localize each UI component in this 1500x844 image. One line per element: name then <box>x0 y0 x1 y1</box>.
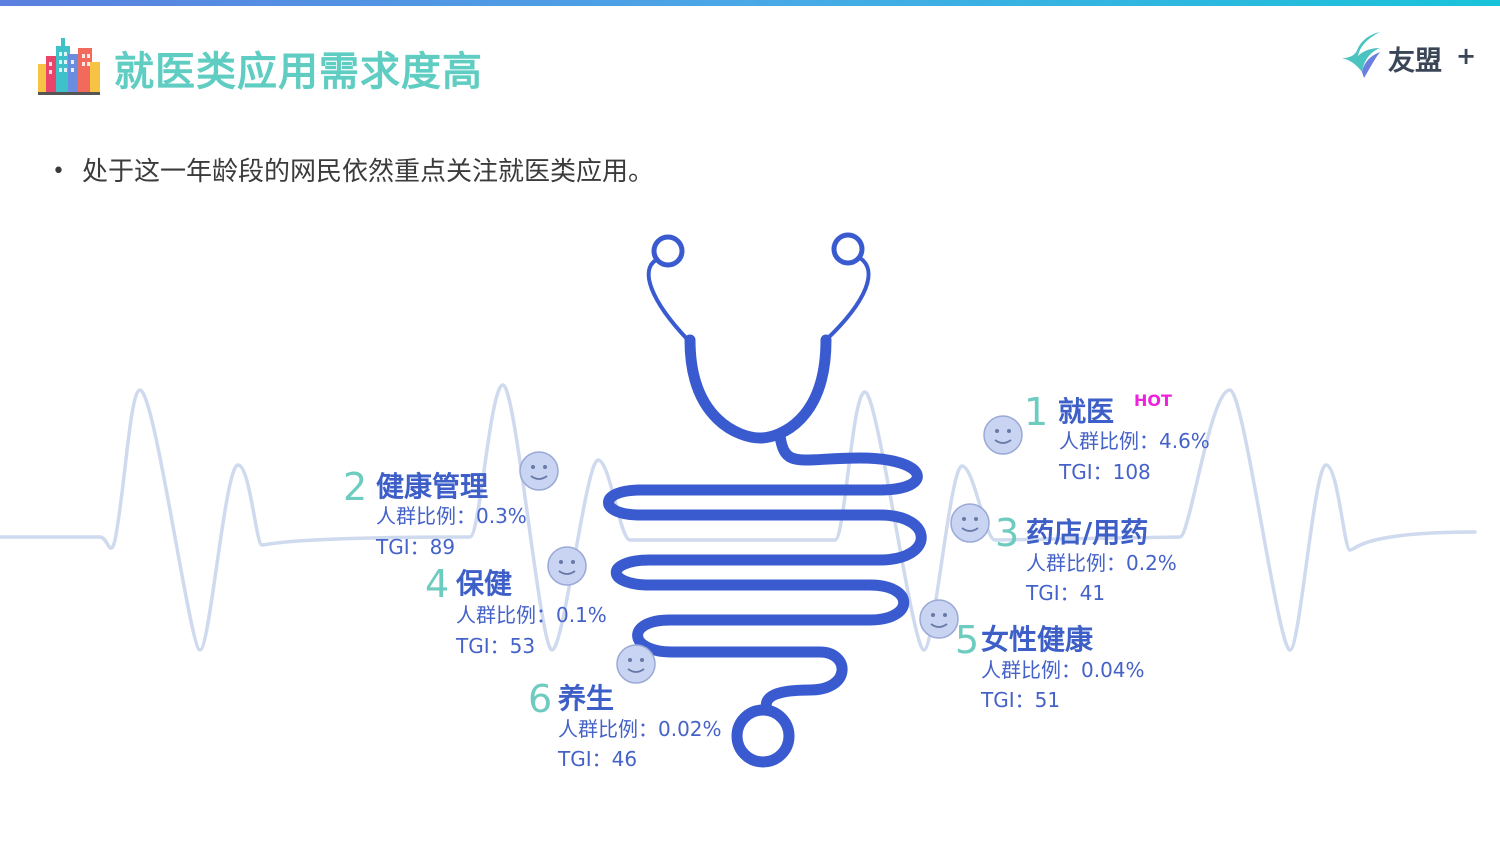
item-number: 2 <box>343 465 368 509</box>
item-tgi: TGI：89 <box>376 535 456 559</box>
item-tgi: TGI：108 <box>1059 460 1151 484</box>
item-tgi: TGI：46 <box>558 747 638 771</box>
item-tgi: TGI：53 <box>456 634 536 658</box>
bullet-dot: • <box>52 159 65 184</box>
brand-logo: 友盟 + <box>1340 30 1480 82</box>
item-name: 保健 <box>456 567 513 600</box>
page-title: 就医类应用需求度高 <box>114 49 483 95</box>
item-ratio: 人群比例：0.02% <box>558 717 722 741</box>
item-ratio: 人群比例：0.3% <box>376 504 527 528</box>
item-ratio: 人群比例：0.1% <box>456 603 607 627</box>
item-name: 女性健康 <box>981 623 1094 656</box>
city-buildings-icon <box>38 38 100 95</box>
bullet-text: • 处于这一年龄段的网民依然重点关注就医类应用。 <box>52 154 654 190</box>
smiley-face-icon <box>983 415 1023 455</box>
smiley-face-icon <box>547 546 587 586</box>
item-ratio: 人群比例：0.2% <box>1026 551 1177 575</box>
smiley-face-icon <box>950 503 990 543</box>
item-name: 健康管理 <box>376 470 489 503</box>
item-ratio: 人群比例：0.04% <box>981 658 1145 682</box>
brand-plus: + <box>1456 42 1477 70</box>
smiley-face-icon <box>919 599 959 639</box>
umeng-logo-icon <box>1342 32 1380 78</box>
smiley-face-icon <box>519 451 559 491</box>
bullet-content: 处于这一年龄段的网民依然重点关注就医类应用。 <box>82 157 655 187</box>
item-ratio: 人群比例：4.6% <box>1059 429 1210 453</box>
top-gradient-bar <box>0 0 1500 6</box>
item-tgi: TGI：41 <box>1026 581 1106 605</box>
item-name: 药店/用药 <box>1026 516 1149 549</box>
item-name: 养生 <box>558 682 615 715</box>
item-number: 5 <box>955 618 980 662</box>
item-number: 6 <box>528 677 553 721</box>
item-number: 1 <box>1024 390 1049 434</box>
brand-name: 友盟 <box>1388 46 1442 77</box>
item-number: 4 <box>425 562 450 606</box>
item-tgi: TGI：51 <box>981 688 1061 712</box>
item-number: 3 <box>995 511 1020 555</box>
item-name: 就医 <box>1058 395 1115 428</box>
smiley-face-icon <box>616 644 656 684</box>
hot-badge: HOT <box>1134 391 1172 410</box>
